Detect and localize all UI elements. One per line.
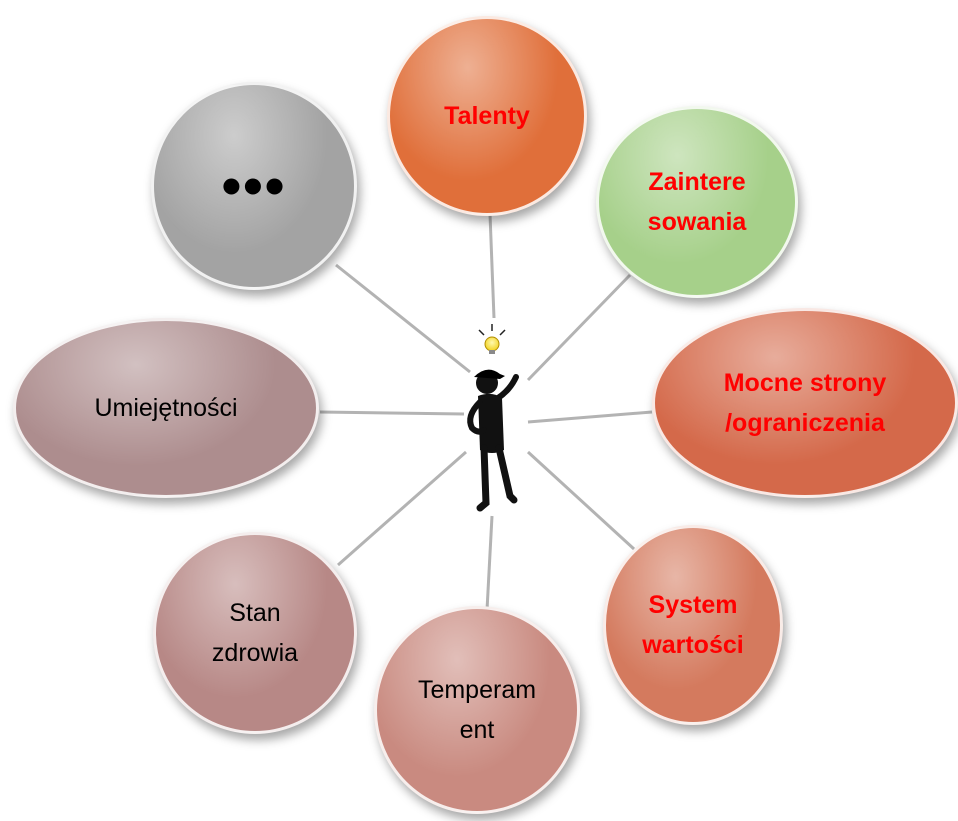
connector-umiejetnosci <box>319 410 465 416</box>
connector-system-wartosci <box>526 450 636 551</box>
connector-temperament <box>485 515 494 611</box>
node-label: Talenty <box>444 102 530 130</box>
node-label: Stan zdrowia <box>211 599 299 667</box>
node-mocne-strony-ograniczenia[interactable]: Mocne strony /ograniczenia <box>652 308 958 498</box>
connector-stan-zdrowia <box>337 450 467 567</box>
connector-lines <box>319 213 653 611</box>
node-more[interactable]: ••• <box>151 82 357 290</box>
connector-talenty <box>488 213 496 319</box>
node-talenty[interactable]: Talenty <box>387 16 587 216</box>
node-umiejetnosci[interactable]: Umiejętności <box>13 318 319 498</box>
node-stan-zdrowia[interactable]: Stan zdrowia <box>153 532 357 734</box>
node-zainteresowania[interactable]: Zaintere sowania <box>596 106 798 298</box>
node-label: Umiejętności <box>94 394 238 422</box>
ellipsis-icon: ••• <box>221 154 287 217</box>
node-system-wartosci[interactable]: System wartości <box>603 525 783 725</box>
thinking-person-with-lightbulb-icon <box>467 324 519 512</box>
node-label: Zaintere sowania <box>647 168 747 236</box>
node-label: System wartości <box>642 591 744 659</box>
node-temperament[interactable]: Temperam ent <box>374 606 580 814</box>
node-label: Mocne strony /ograniczenia <box>723 369 887 437</box>
connector-more <box>335 263 471 374</box>
node-label: Temperam ent <box>417 676 537 744</box>
connector-zaintere-sowania <box>526 273 632 382</box>
connector-mocne-strony <box>527 410 653 424</box>
